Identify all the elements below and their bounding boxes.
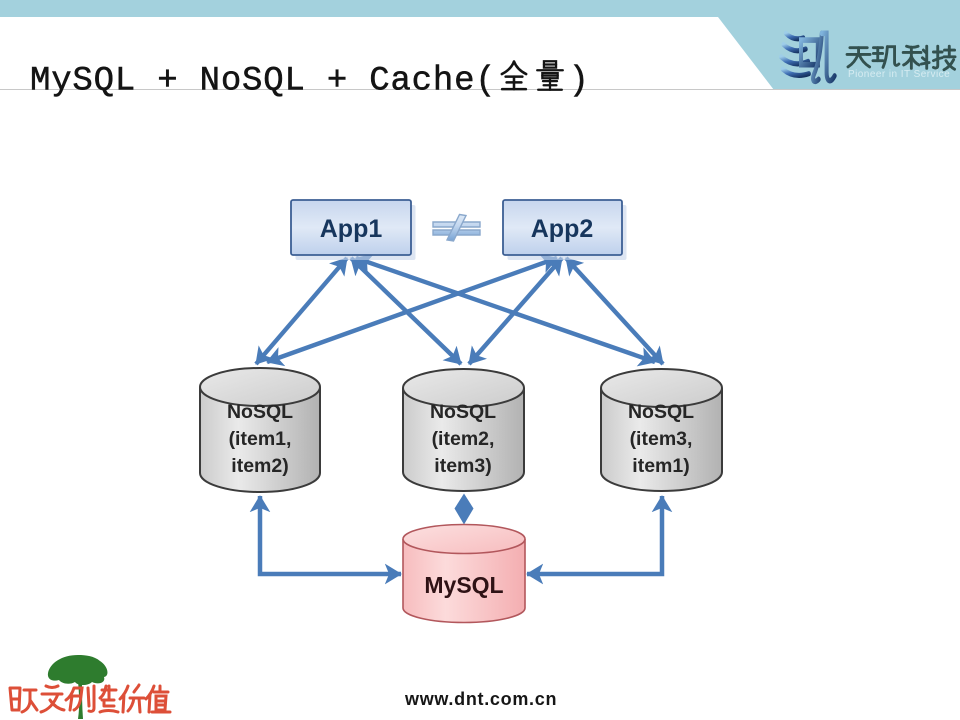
svg-text:NoSQL: NoSQL <box>628 401 694 423</box>
svg-text:item3): item3) <box>434 455 491 477</box>
svg-text:(item2,: (item2, <box>432 428 495 450</box>
svg-text:NoSQL: NoSQL <box>430 401 496 423</box>
svg-text:item1): item1) <box>632 455 689 477</box>
svg-text:(item3,: (item3, <box>630 428 693 450</box>
svg-text:(item1,: (item1, <box>229 428 292 450</box>
svg-text:item2): item2) <box>231 455 288 477</box>
svg-text:App2: App2 <box>531 215 594 243</box>
svg-text:MySQL: MySQL <box>424 572 503 598</box>
svg-text:NoSQL: NoSQL <box>227 401 293 423</box>
svg-text:App1: App1 <box>320 215 383 243</box>
